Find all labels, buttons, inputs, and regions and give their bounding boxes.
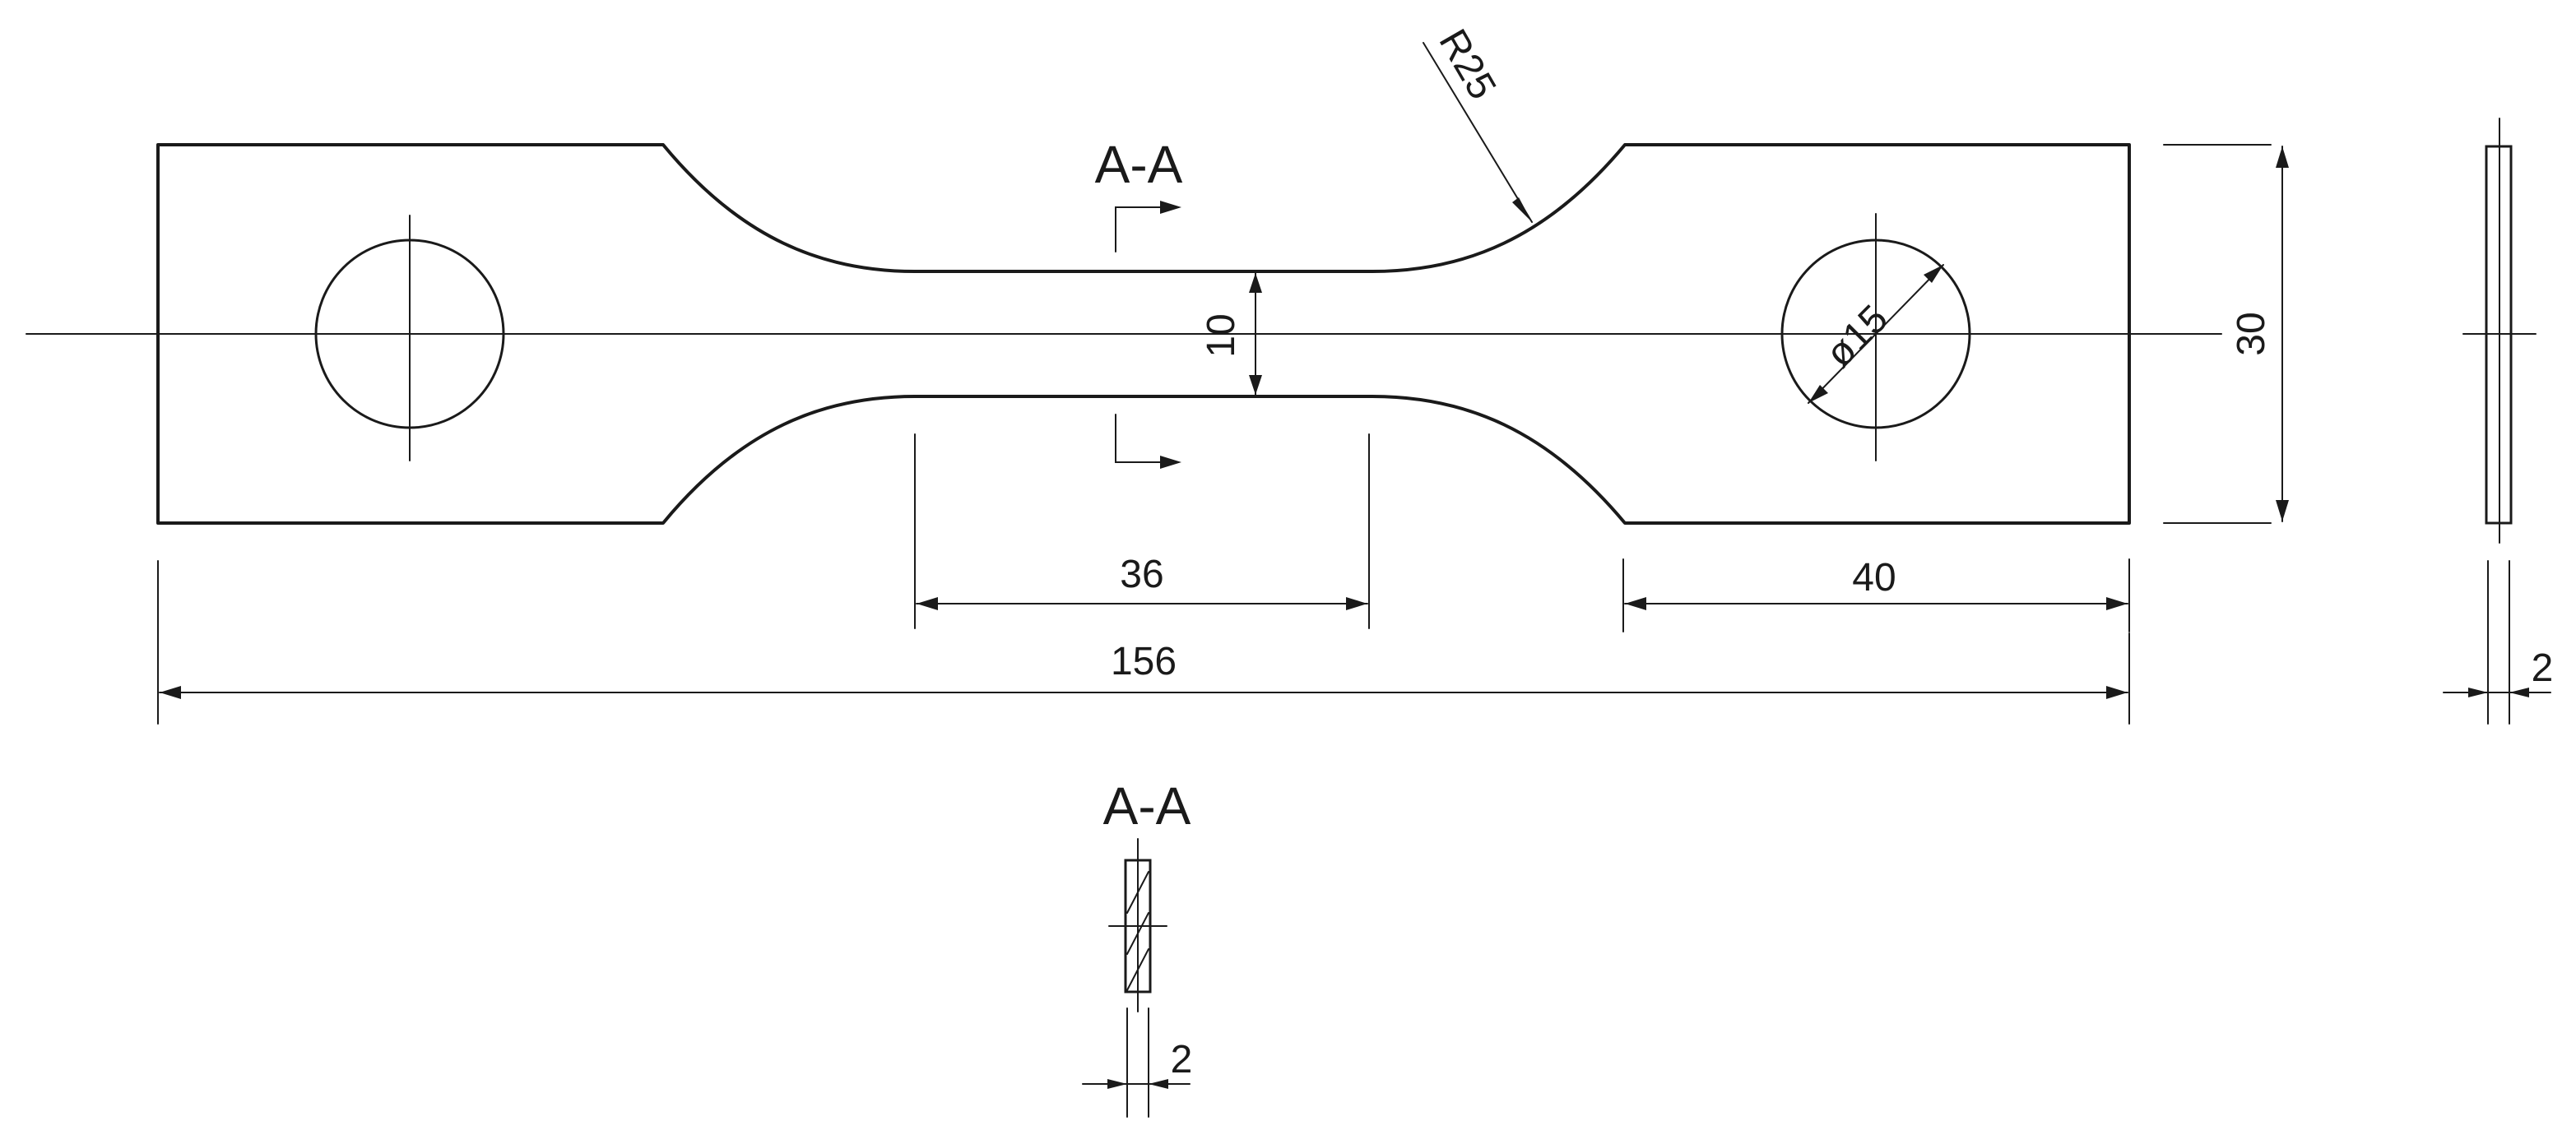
radius-label: R25 xyxy=(1430,22,1504,107)
section-cut-top: A-A xyxy=(1095,135,1183,252)
side-thickness-dimension: 2 xyxy=(2443,560,2554,725)
grip-length-dimension: 40 xyxy=(1622,556,2130,632)
overall-width-label: 30 xyxy=(2230,312,2273,355)
side-thickness-label: 2 xyxy=(2532,646,2554,690)
section-view: A-A xyxy=(1103,776,1191,1012)
side-view xyxy=(2462,118,2537,544)
overall-length-dimension: 156 xyxy=(157,560,2130,725)
specimen-outline xyxy=(156,143,2131,525)
neck-width-label: 10 xyxy=(1200,313,1243,357)
radius-dimension: R25 xyxy=(1423,22,1533,223)
gauge-length-label: 36 xyxy=(1120,553,1163,596)
right-hole xyxy=(1780,213,1971,461)
section-label-top: A-A xyxy=(1095,135,1183,194)
overall-length-label: 156 xyxy=(1111,640,1177,683)
hole-diameter-label: ø15 xyxy=(1817,297,1896,376)
gauge-length-dimension: 36 xyxy=(914,433,1370,629)
overall-width-dimension: 30 xyxy=(2163,144,2289,524)
neck-width-dimension: 10 xyxy=(1200,272,1262,396)
left-hole xyxy=(314,215,505,461)
section-cut-bottom xyxy=(1115,414,1181,469)
section-thickness-label: 2 xyxy=(1171,1038,1193,1081)
grip-length-label: 40 xyxy=(1852,556,1896,600)
section-label-bottom: A-A xyxy=(1103,776,1191,836)
section-thickness-dimension: 2 xyxy=(1082,1007,1193,1118)
